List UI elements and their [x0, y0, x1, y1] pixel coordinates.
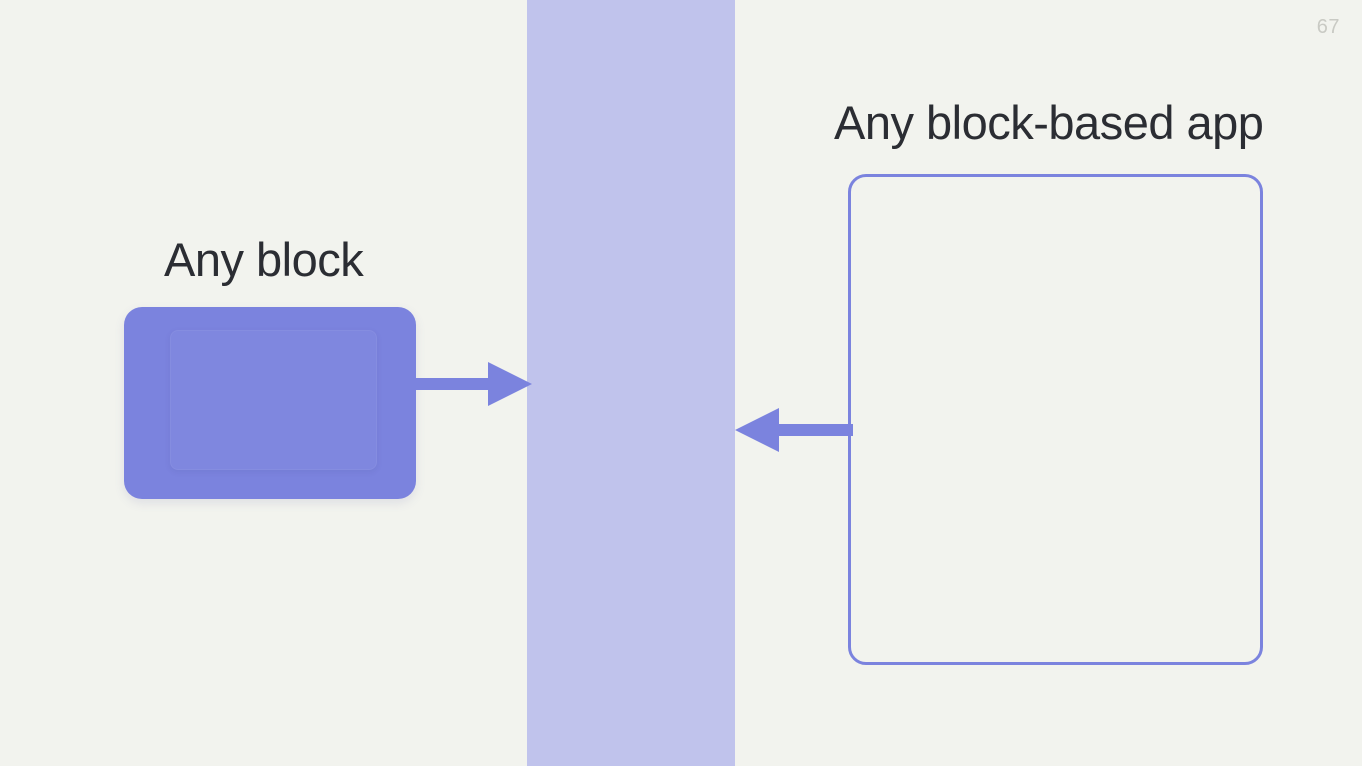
any-block-inner-shape [170, 330, 377, 470]
left-heading: Any block [164, 233, 364, 286]
page-number: 67 [1316, 16, 1340, 38]
any-block-based-app-box [848, 174, 1263, 665]
any-block-shape [124, 307, 416, 499]
arrow-right-icon [414, 362, 532, 406]
right-heading: Any block-based app [834, 96, 1264, 149]
arrow-left-icon [735, 408, 853, 452]
center-connector-band [527, 0, 735, 766]
